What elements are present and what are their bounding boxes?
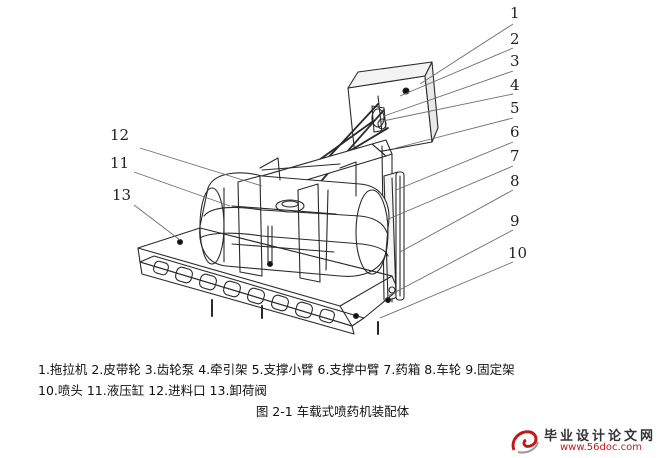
part-number: 3 <box>510 52 520 70</box>
swirl-logo-icon <box>511 430 539 454</box>
part-number: 10 <box>508 244 527 262</box>
part-number: 5 <box>510 99 520 117</box>
watermark-url: www.56doc.com <box>560 442 643 453</box>
part-number-labels: 1 2 3 4 5 6 7 8 9 10 11 12 13 <box>110 4 527 262</box>
machine-illustration <box>137 61 439 335</box>
part-number: 13 <box>112 186 131 204</box>
watermark: 毕业设计论文网 www.56doc.com <box>508 424 658 456</box>
part-number: 7 <box>510 147 520 165</box>
figure-caption: 图 2-1 车载式喷药机装配体 <box>255 404 410 419</box>
leader-lines <box>133 23 514 319</box>
part-number: 6 <box>510 123 520 141</box>
part-number: 12 <box>110 126 129 144</box>
medicine-tank <box>199 157 390 283</box>
watermark-text: 毕业设计论文网 <box>544 429 657 444</box>
part-number: 4 <box>510 76 520 94</box>
part-number: 8 <box>510 172 520 190</box>
fixed-frame-platform <box>137 227 399 335</box>
hydraulic-cylinder <box>395 171 405 301</box>
legend-line-1: 1.拖拉机 2.皮带轮 3.齿轮泵 4.牵引架 5.支撑小臂 6.支撑中臂 7.… <box>38 362 515 377</box>
part-number: 9 <box>510 212 520 230</box>
tractor-box <box>347 61 439 157</box>
part-number: 2 <box>510 30 520 48</box>
assembly-drawing: 1 2 3 4 5 6 7 8 9 10 11 12 13 <box>110 4 527 335</box>
legend-line-2: 10.喷头 11.液压缸 12.进料口 13.卸荷阀 <box>38 383 267 398</box>
part-number: 1 <box>510 4 520 22</box>
part-number: 11 <box>110 154 129 172</box>
